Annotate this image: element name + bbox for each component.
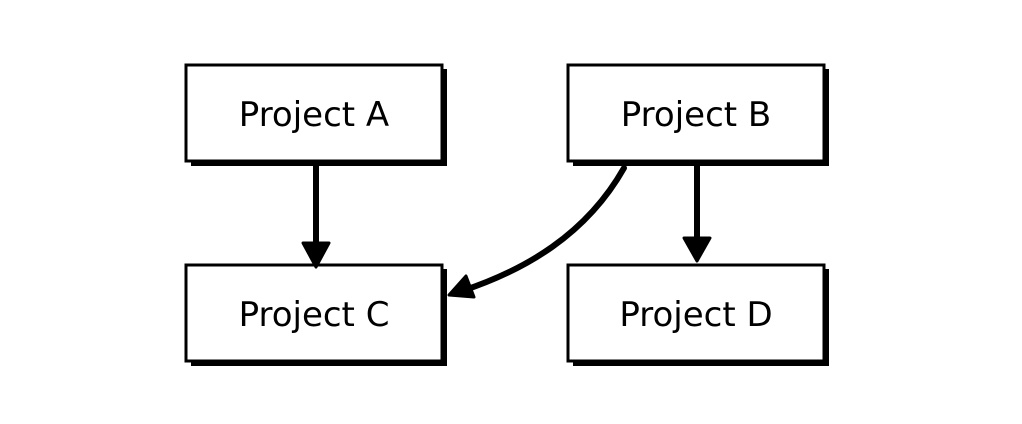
node-project-d-box: [566, 263, 826, 363]
edge-b-to-c-arrowhead: [447, 274, 476, 299]
edge-a-to-c: [301, 163, 331, 269]
node-project-a-label: Project A: [239, 95, 389, 135]
node-project-c[interactable]: Project C: [184, 263, 447, 366]
edge-b-to-c-line: [459, 165, 627, 294]
edge-a-to-c-arrowhead: [301, 241, 331, 269]
node-project-b-box: [566, 63, 826, 163]
node-project-a[interactable]: Project A: [184, 63, 447, 166]
edge-b-to-c: [447, 165, 627, 299]
node-project-d-label: Project D: [619, 295, 772, 335]
node-project-d[interactable]: Project D: [566, 263, 829, 366]
node-project-b[interactable]: Project B: [566, 63, 829, 166]
edge-b-to-d-arrowhead: [682, 236, 712, 263]
node-project-c-label: Project C: [239, 295, 390, 335]
node-project-a-box: [184, 63, 444, 163]
node-project-b-label: Project B: [621, 95, 771, 135]
edge-b-to-d: [682, 163, 712, 263]
